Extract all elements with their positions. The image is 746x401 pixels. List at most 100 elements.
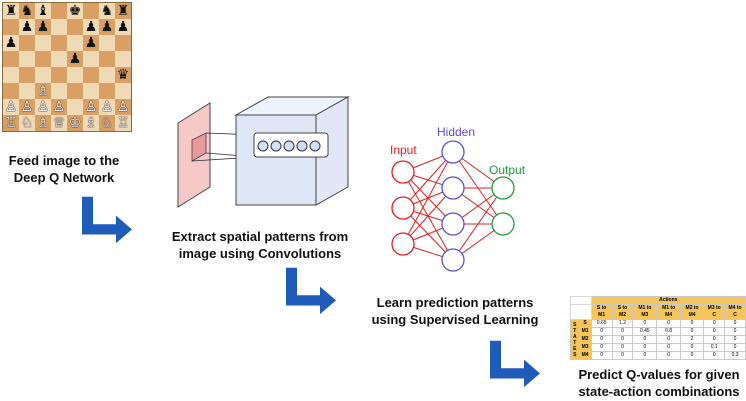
q-table-cell: 0.8: [656, 327, 681, 336]
q-table-column-header: M1 to M4: [656, 304, 681, 320]
nn-output-node: [491, 212, 515, 236]
q-table-title: Actions: [590, 296, 746, 305]
flow-arrow-1: [82, 196, 132, 244]
convolution-illustration: [177, 96, 350, 208]
nn-hidden-label: Hidden: [437, 125, 475, 139]
board-square: [115, 51, 131, 67]
flow-arrow-3: [490, 340, 540, 388]
nn-edge: [402, 151, 454, 245]
chess-piece-icon: ♙: [84, 99, 98, 115]
q-table-cell: 0: [703, 335, 726, 344]
board-square: [19, 51, 35, 67]
board-square: [99, 83, 115, 99]
nn-input-node: [391, 232, 415, 256]
board-square: [51, 83, 67, 99]
board-square: [67, 35, 83, 51]
flow-arrow-2: [286, 267, 336, 315]
chess-piece-icon: ♙: [4, 99, 18, 115]
chess-piece-icon: ♟: [36, 19, 50, 35]
board-square: [99, 51, 115, 67]
board-square: ♖: [3, 115, 19, 131]
board-square: [83, 67, 99, 83]
board-square: [99, 67, 115, 83]
chess-piece-icon: ♟: [68, 51, 82, 67]
q-table-cell: 0: [724, 319, 746, 328]
board-square: [35, 51, 51, 67]
board-square: ♗: [35, 83, 51, 99]
q-table-state: M4: [578, 351, 592, 360]
q-table-state: M2: [578, 335, 592, 344]
step2-caption-line2: image using Convolutions: [178, 246, 342, 261]
q-table-cell: 0: [724, 343, 746, 352]
q-table-cell: 0: [656, 335, 681, 344]
q-table-state: M3: [578, 343, 592, 352]
board-square: ♟: [115, 19, 131, 35]
nn-edges: [402, 151, 504, 261]
cube-front: [235, 114, 317, 206]
board-square: ♜: [3, 3, 19, 19]
nn-output-node: [491, 176, 515, 200]
board-square: [67, 67, 83, 83]
board-square: ♙: [19, 99, 35, 115]
q-table-cell: 0: [632, 335, 658, 344]
board-square: [115, 83, 131, 99]
board-square: ♖: [115, 115, 131, 131]
step3-caption: Learn prediction patterns using Supervis…: [360, 294, 550, 328]
nn-edge: [402, 151, 454, 209]
board-square: [51, 3, 67, 19]
chess-piece-icon: ♜: [4, 3, 18, 19]
board-square: ♘: [19, 115, 35, 131]
chess-piece-icon: ♟: [84, 35, 98, 51]
board-square: ♙: [83, 99, 99, 115]
board-square: ♟: [99, 19, 115, 35]
chess-piece-icon: ♘: [100, 115, 114, 131]
q-table-cell: 0: [679, 343, 705, 352]
step2-caption-line1: Extract spatial patterns from: [171, 229, 349, 244]
board-square: [35, 35, 51, 51]
board-square: [83, 51, 99, 67]
board-square: ♟: [19, 19, 35, 35]
board-square: [115, 35, 131, 51]
step1-caption: Feed image to the Deep Q Network: [0, 152, 128, 186]
chess-piece-icon: ♟: [20, 19, 34, 35]
board-square: [51, 35, 67, 51]
q-table-cell: 0: [724, 335, 746, 344]
q-table-column-header: S to M1: [590, 304, 613, 320]
nn-hidden-node: [441, 212, 465, 236]
step3-caption-line2: using Supervised Learning: [371, 312, 539, 327]
chess-piece-icon: ♖: [4, 115, 18, 131]
chess-piece-icon: ♙: [100, 99, 114, 115]
q-table-column-header: M1 to M3: [632, 304, 658, 320]
chess-piece-icon: ♙: [52, 99, 66, 115]
q-table-cell: 0: [590, 343, 613, 352]
q-table-cell: 0.65: [590, 319, 613, 328]
q-table-cell: 0: [703, 319, 726, 328]
board-square: [3, 19, 19, 35]
chess-piece-icon: ♙: [36, 99, 50, 115]
nn-hidden-node: [441, 176, 465, 200]
nn-hidden-node: [441, 248, 465, 272]
q-table-column-header: M4 to C: [724, 304, 746, 320]
board-square: ♙: [51, 99, 67, 115]
chess-piece-icon: ♛: [116, 67, 130, 83]
q-table-cell: 0: [679, 319, 705, 328]
board-square: [3, 67, 19, 83]
chess-piece-icon: ♙: [116, 99, 130, 115]
board-square: ♜: [115, 3, 131, 19]
nn-input-label: Input: [390, 143, 417, 157]
board-square: ♟: [83, 35, 99, 51]
neural-network-diagram: Input Hidden Output: [390, 125, 526, 272]
board-square: [3, 83, 19, 99]
q-table-column-header: S to M2: [611, 304, 634, 320]
board-square: [83, 83, 99, 99]
step3-caption-line1: Learn prediction patterns: [376, 295, 534, 310]
chess-piece-icon: ♙: [20, 99, 34, 115]
q-table-cell: 0: [703, 327, 726, 336]
board-square: [51, 67, 67, 83]
board-square: [67, 83, 83, 99]
q-table-cell: 0: [724, 327, 746, 336]
board-square: [51, 51, 67, 67]
